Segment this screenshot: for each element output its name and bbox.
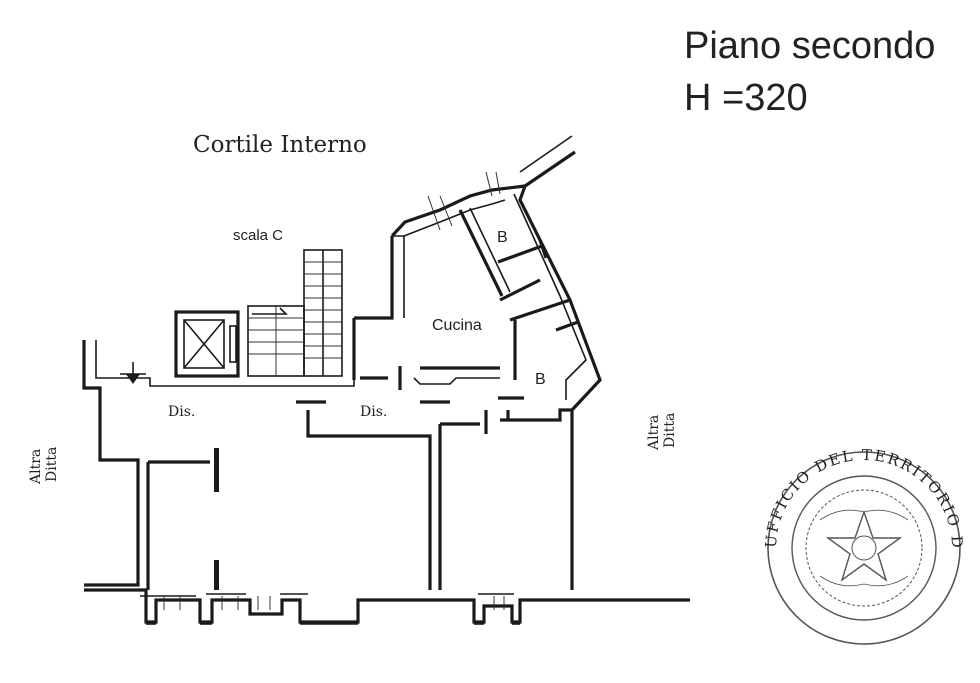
svg-text:UFFICIO DEL TERRITORIO DI MILA: UFFICIO DEL TERRITORIO DI MILANO (49) xyxy=(0,0,964,550)
stamp-star-icon xyxy=(825,509,903,582)
neighbor-right-line-1: Altra xyxy=(646,415,662,451)
stair-c xyxy=(247,249,343,377)
hall-label-middle: Dis. xyxy=(360,404,387,420)
neighbor-right: Altra Ditta xyxy=(646,413,678,451)
neighbor-left-line-2: Ditta xyxy=(44,447,60,482)
height-label: H =320 xyxy=(684,77,808,119)
neighbor-left: Altra Ditta xyxy=(28,447,60,485)
stamp-ring-text: UFFICIO DEL TERRITORIO DI MILANO (49) xyxy=(0,0,964,550)
hall-label-left: Dis. xyxy=(168,404,195,420)
courtyard-windows xyxy=(427,171,501,231)
floor-title: Piano secondo xyxy=(684,25,935,67)
kitchen-label: Cucina xyxy=(432,317,482,334)
outer-walls xyxy=(82,135,602,590)
stair-label: scala C xyxy=(233,227,283,244)
neighbor-right-line-2: Ditta xyxy=(662,413,678,448)
neighbor-left-line-1: Altra xyxy=(28,449,44,485)
bath-label-lower: B xyxy=(535,371,546,388)
street-facade xyxy=(84,588,690,625)
entrance-arrow-icon xyxy=(120,362,146,384)
lift-shaft xyxy=(174,310,240,378)
partition-stubs xyxy=(214,448,219,590)
courtyard-label: Cortile Interno xyxy=(193,132,367,158)
official-stamp: UFFICIO DEL TERRITORIO DI MILANO (49) xyxy=(0,0,964,645)
bath-label-upper: B xyxy=(497,229,508,246)
